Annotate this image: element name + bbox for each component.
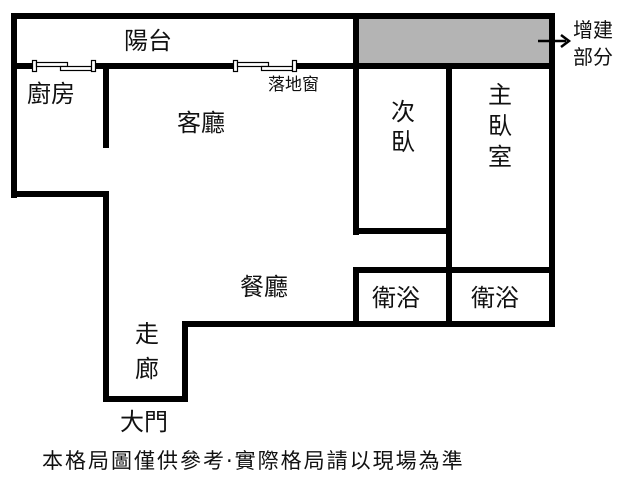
wall-corridor-left — [103, 191, 109, 402]
label-main-door: 大門 — [120, 408, 168, 436]
wall-second-bedroom-bottom — [353, 228, 452, 234]
wall-left — [11, 13, 17, 198]
arrow-right-icon — [538, 34, 572, 48]
label-extension-note: 增建部分 — [573, 18, 613, 69]
room-label-bathroom-2: 衛浴 — [471, 284, 519, 312]
wall-kitchen-bottom — [11, 191, 109, 197]
room-label-living-room: 客廳 — [177, 109, 225, 137]
label-french-window: 落地窗 — [268, 75, 319, 95]
room-label-master-bedroom: 主臥室 — [488, 81, 512, 171]
wall-corridor-right — [182, 321, 188, 402]
room-label-corridor: 走廊 — [135, 320, 159, 383]
wall-bedroom-left — [353, 13, 359, 235]
wall-master-divider — [446, 63, 452, 327]
extension-area — [359, 19, 549, 63]
wall-bottom — [182, 321, 555, 327]
wall-bathroom-top — [353, 267, 555, 273]
wall-right — [549, 13, 555, 327]
wall-corridor-bottom — [103, 396, 188, 402]
kitchen-window-icon — [31, 59, 97, 73]
french-window-icon — [232, 59, 298, 73]
room-label-bathroom-1: 衛浴 — [372, 284, 420, 312]
disclaimer-caption: 本格局圖僅供參考·實際格局請以現場為準 — [42, 449, 465, 473]
room-label-dining-room: 餐廳 — [240, 273, 288, 301]
wall-top — [11, 13, 555, 19]
wall-bathroom-left — [353, 267, 359, 327]
wall-kitchen-divider — [103, 63, 109, 148]
wall-balcony-1 — [11, 63, 33, 69]
walls — [11, 13, 555, 402]
room-label-kitchen: 廚房 — [27, 80, 75, 108]
room-label-balcony: 陽台 — [124, 27, 172, 55]
room-label-second-bedroom: 次臥 — [391, 98, 415, 156]
wall-balcony-2 — [96, 63, 234, 69]
wall-balcony-3 — [297, 63, 555, 69]
